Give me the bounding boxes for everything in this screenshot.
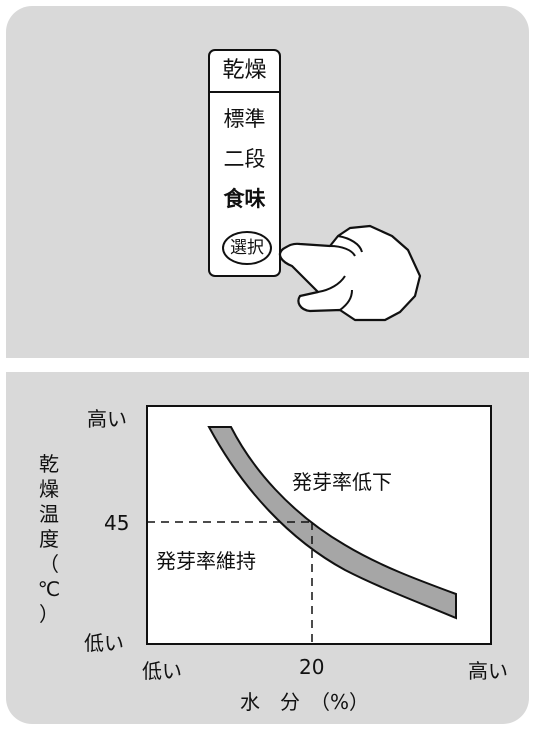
y-high-label: 高い — [87, 407, 127, 431]
germination-band — [207, 426, 457, 620]
x-axis-label: 水 分 （%） — [240, 690, 370, 714]
y-low-label: 低い — [84, 631, 124, 655]
select-button[interactable]: 選択 — [222, 231, 272, 265]
x-high-label: 高い — [468, 659, 508, 683]
x-tick-20: 20 — [299, 655, 325, 679]
dry-menu-title: 乾燥 — [210, 51, 279, 93]
menu-item-taste[interactable]: 食味 — [223, 187, 266, 211]
menu-item-standard[interactable]: 標準 — [223, 107, 266, 131]
y-tick-45: 45 — [104, 511, 130, 535]
menu-item-two-stage[interactable]: 二段 — [223, 147, 266, 171]
dry-menu-card: 乾燥 標準 二段 食味 選択 — [208, 49, 281, 277]
y-axis-label: 乾 燥 温 度 （ ℃ ） — [37, 452, 61, 626]
x-low-label: 低い — [142, 659, 182, 683]
region-lower-label: 発芽率維持 — [156, 549, 256, 573]
region-upper-label: 発芽率低下 — [292, 470, 392, 494]
